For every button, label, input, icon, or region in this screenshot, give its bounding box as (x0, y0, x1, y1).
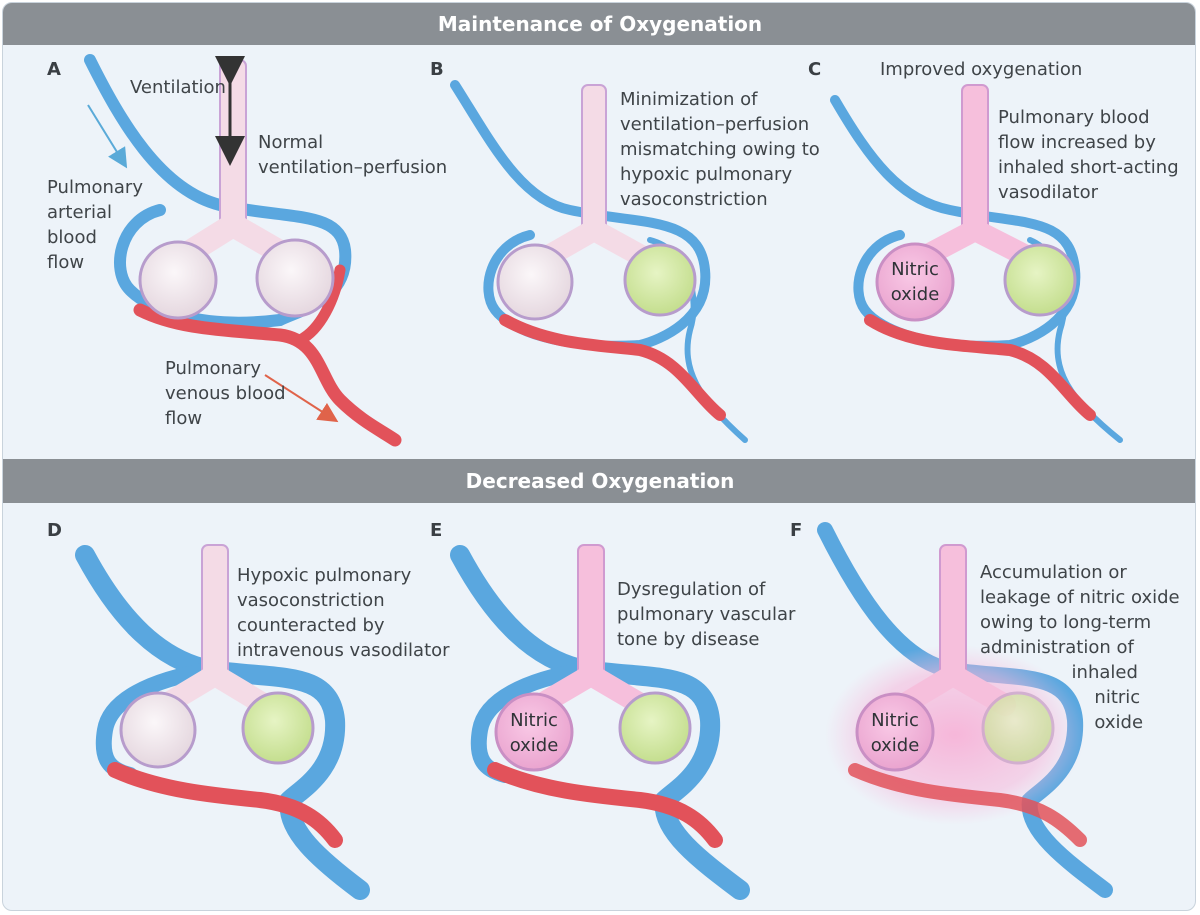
vein-c (864, 314, 1096, 421)
panel-b-illustration (450, 80, 748, 443)
panel-a-normal-label: Normal ventilation–perfusion (258, 132, 448, 178)
venous-flow-arrow (264, 374, 339, 423)
panel-c-nitric-oxide-label: Nitric oxide (890, 259, 940, 305)
alveolus-a-right (255, 238, 335, 318)
vein-a (133, 303, 402, 447)
header-maintenance-of-oxygenation: Maintenance of Oxygenation (3, 3, 1195, 45)
header-decreased-oxygenation: Decreased Oxygenation (3, 459, 1195, 503)
alveolus-b-right-hypoxic (623, 243, 697, 317)
alveolus-e-left-no (494, 692, 574, 772)
alveolus-c-left-no (875, 242, 955, 322)
artery-e (450, 545, 750, 900)
alveolus-a-left (138, 240, 218, 320)
vein-d (107, 762, 343, 848)
vein-f (848, 763, 1087, 847)
panel-b-description: Minimization of ventilation–perfusion mi… (620, 89, 820, 210)
alveolus-d-left (119, 691, 197, 769)
panel-e-illustration (450, 544, 750, 900)
panel-c-description: Pulmonary blood flow increased by inhale… (998, 107, 1179, 203)
alveolus-b-left (496, 243, 574, 321)
airway-d (201, 544, 229, 686)
panel-a-ventilation-label: Ventilation (130, 77, 226, 98)
panel-f-nitric-oxide-label: Nitric oxide (870, 710, 920, 756)
panel-a-letter: A (47, 59, 61, 80)
panel-d-letter: D (47, 520, 62, 541)
alveolus-d-right-hypoxic (241, 691, 315, 765)
airway-c (961, 84, 989, 241)
alveolus-f-left-no (855, 692, 935, 772)
panel-a-illustration (84, 54, 402, 447)
vein-b (499, 314, 726, 421)
artery-d (75, 545, 370, 900)
panel-e-nitric-oxide-label: Nitric oxide (509, 710, 559, 756)
airway-b (581, 84, 607, 241)
panel-a-venous-label: Pulmonary venous blood flow (165, 358, 286, 429)
alveolus-f-right-hypoxic (981, 691, 1055, 765)
vein-e (487, 762, 723, 848)
panel-b-letter: B (430, 59, 444, 80)
panel-a-arterial-label: Pulmonary arterial blood flow (47, 177, 143, 273)
panel-f-description: Accumulation or leakage of nitric oxide … (980, 562, 1180, 733)
panel-c-top-label: Improved oxygenation (880, 59, 1083, 80)
panel-d-illustration (75, 544, 370, 900)
panel-e-letter: E (430, 520, 443, 541)
panel-c-letter: C (808, 59, 822, 80)
panel-f-letter: F (790, 520, 803, 541)
airway-e (577, 544, 605, 686)
alveolus-c-right-hypoxic (1003, 243, 1077, 317)
panel-d-description: Hypoxic pulmonary vasoconstriction count… (237, 565, 450, 661)
panel-e-description: Dysregulation of pulmonary vascular tone… (617, 579, 796, 650)
alveolus-e-right-hypoxic (618, 691, 692, 765)
arterial-flow-arrow (87, 104, 128, 169)
panel-f-illustration (817, 522, 1113, 898)
panel-c-illustration (830, 84, 1123, 443)
vein-a-branch (294, 264, 346, 346)
